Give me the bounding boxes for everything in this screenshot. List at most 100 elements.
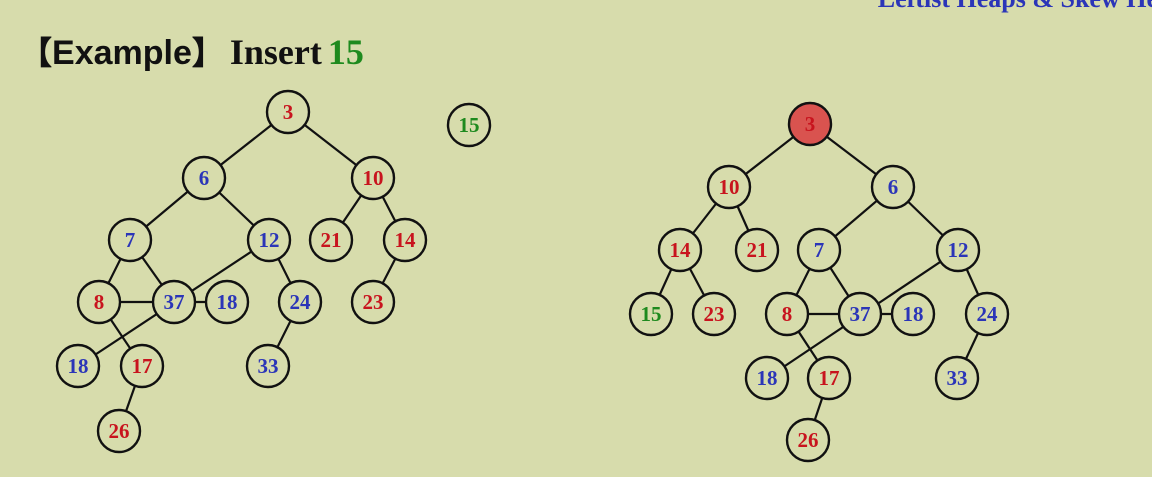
after-node-18: 18 (744, 355, 790, 401)
after-node-6-circle (870, 164, 916, 210)
inserted-node-15-label: 15 (459, 113, 480, 137)
after-node-8-circle (764, 291, 810, 337)
before-node-23-label: 23 (363, 290, 384, 314)
after-node-24: 24 (964, 291, 1010, 337)
after-node-3: 3 (787, 101, 833, 147)
after-node-14-circle (657, 227, 703, 273)
before-node-37-label: 37 (164, 290, 185, 314)
before-node-21-circle (308, 217, 354, 263)
inserted-node-15-circle (446, 102, 492, 148)
before-node-21: 21 (308, 217, 354, 263)
after-node-15-label: 15 (641, 302, 662, 326)
before-node-18-circle (55, 343, 101, 389)
after-node-33: 33 (934, 355, 980, 401)
after-node-24-circle (964, 291, 1010, 337)
after-node-7: 7 (796, 227, 842, 273)
after-node-8: 8 (764, 291, 810, 337)
inserted-node-15: 15 (446, 102, 492, 148)
after-node-18-circle (744, 355, 790, 401)
after-node-23-label: 23 (704, 302, 725, 326)
after-node-17-circle (806, 355, 852, 401)
after-node-37: 37 (837, 291, 883, 337)
after-node-14: 14 (657, 227, 703, 273)
before-node-10: 10 (350, 155, 396, 201)
before-node-18: 18 (204, 279, 250, 325)
before-node-33-label: 33 (258, 354, 279, 378)
before-node-8: 8 (76, 279, 122, 325)
before-node-14: 14 (382, 217, 428, 263)
title-insert-value: 15 (327, 32, 364, 72)
after-node-15-circle (628, 291, 674, 337)
after-node-6-label: 6 (888, 175, 899, 199)
before-node-37-circle (151, 279, 197, 325)
before-node-33: 33 (245, 343, 291, 389)
after-node-17: 17 (806, 355, 852, 401)
after-node-21-circle (734, 227, 780, 273)
after-node-18-circle (890, 291, 936, 337)
after-node-37-label: 37 (850, 302, 871, 326)
after-node-15: 15 (628, 291, 674, 337)
header-cut-text: Leftist Heaps & Skew He (878, 0, 1152, 14)
after-node-23: 23 (691, 291, 737, 337)
before-node-3-label: 3 (283, 100, 294, 124)
after-node-26: 26 (785, 417, 831, 463)
title-action: Insert (229, 32, 322, 72)
before-node-12-circle (246, 217, 292, 263)
before-node-24-label: 24 (290, 290, 312, 314)
before-node-18-label: 18 (68, 354, 89, 378)
before-node-18-label: 18 (217, 290, 238, 314)
after-node-21-label: 21 (747, 238, 768, 262)
before-node-23-circle (350, 279, 396, 325)
after-node-18-label: 18 (757, 366, 778, 390)
after-node-8-label: 8 (782, 302, 793, 326)
before-node-18: 18 (55, 343, 101, 389)
after-node-23-circle (691, 291, 737, 337)
after-node-14-label: 14 (670, 238, 692, 262)
before-node-24-circle (277, 279, 323, 325)
before-node-14-circle (382, 217, 428, 263)
before-node-14-label: 14 (395, 228, 417, 252)
before-node-12-label: 12 (259, 228, 280, 252)
before-node-26-circle (96, 408, 142, 454)
before-node-7-circle (107, 217, 153, 263)
after-node-26-label: 26 (798, 428, 819, 452)
title-left-bracket: 【 (20, 34, 53, 72)
before-node-17-label: 17 (132, 354, 153, 378)
after-node-3-label: 3 (805, 112, 816, 136)
title-keyword: Example (52, 34, 192, 72)
before-node-26-label: 26 (109, 419, 130, 443)
before-node-7: 7 (107, 217, 153, 263)
after-node-6: 6 (870, 164, 916, 210)
before-node-23: 23 (350, 279, 396, 325)
after-node-24-label: 24 (977, 302, 999, 326)
before-node-24: 24 (277, 279, 323, 325)
after-node-7-circle (796, 227, 842, 273)
before-node-17: 17 (119, 343, 165, 389)
before-node-7-label: 7 (125, 228, 136, 252)
before-node-21-label: 21 (321, 228, 342, 252)
before-node-17-circle (119, 343, 165, 389)
title-right-bracket: 】 (191, 34, 224, 72)
before-node-3: 3 (265, 89, 311, 135)
nodes-layer: 3 6 10 7 12 21 14 8 37 18 24 23 18 17 33 26 15 3 10 6 14 21 7 1… (55, 89, 1010, 463)
before-node-6-label: 6 (199, 166, 210, 190)
after-node-33-label: 33 (947, 366, 968, 390)
before-node-8-label: 8 (94, 290, 105, 314)
after-node-12: 12 (935, 227, 981, 273)
before-node-6: 6 (181, 155, 227, 201)
after-node-18-label: 18 (903, 302, 924, 326)
after-node-12-circle (935, 227, 981, 273)
after-node-37-circle (837, 291, 883, 337)
after-node-18: 18 (890, 291, 936, 337)
before-node-3-circle (265, 89, 311, 135)
before-node-8-circle (76, 279, 122, 325)
after-node-21: 21 (734, 227, 780, 273)
after-node-10-label: 10 (719, 175, 740, 199)
before-node-6-circle (181, 155, 227, 201)
after-node-7-label: 7 (814, 238, 825, 262)
after-node-10-circle (706, 164, 752, 210)
before-node-37: 37 (151, 279, 197, 325)
